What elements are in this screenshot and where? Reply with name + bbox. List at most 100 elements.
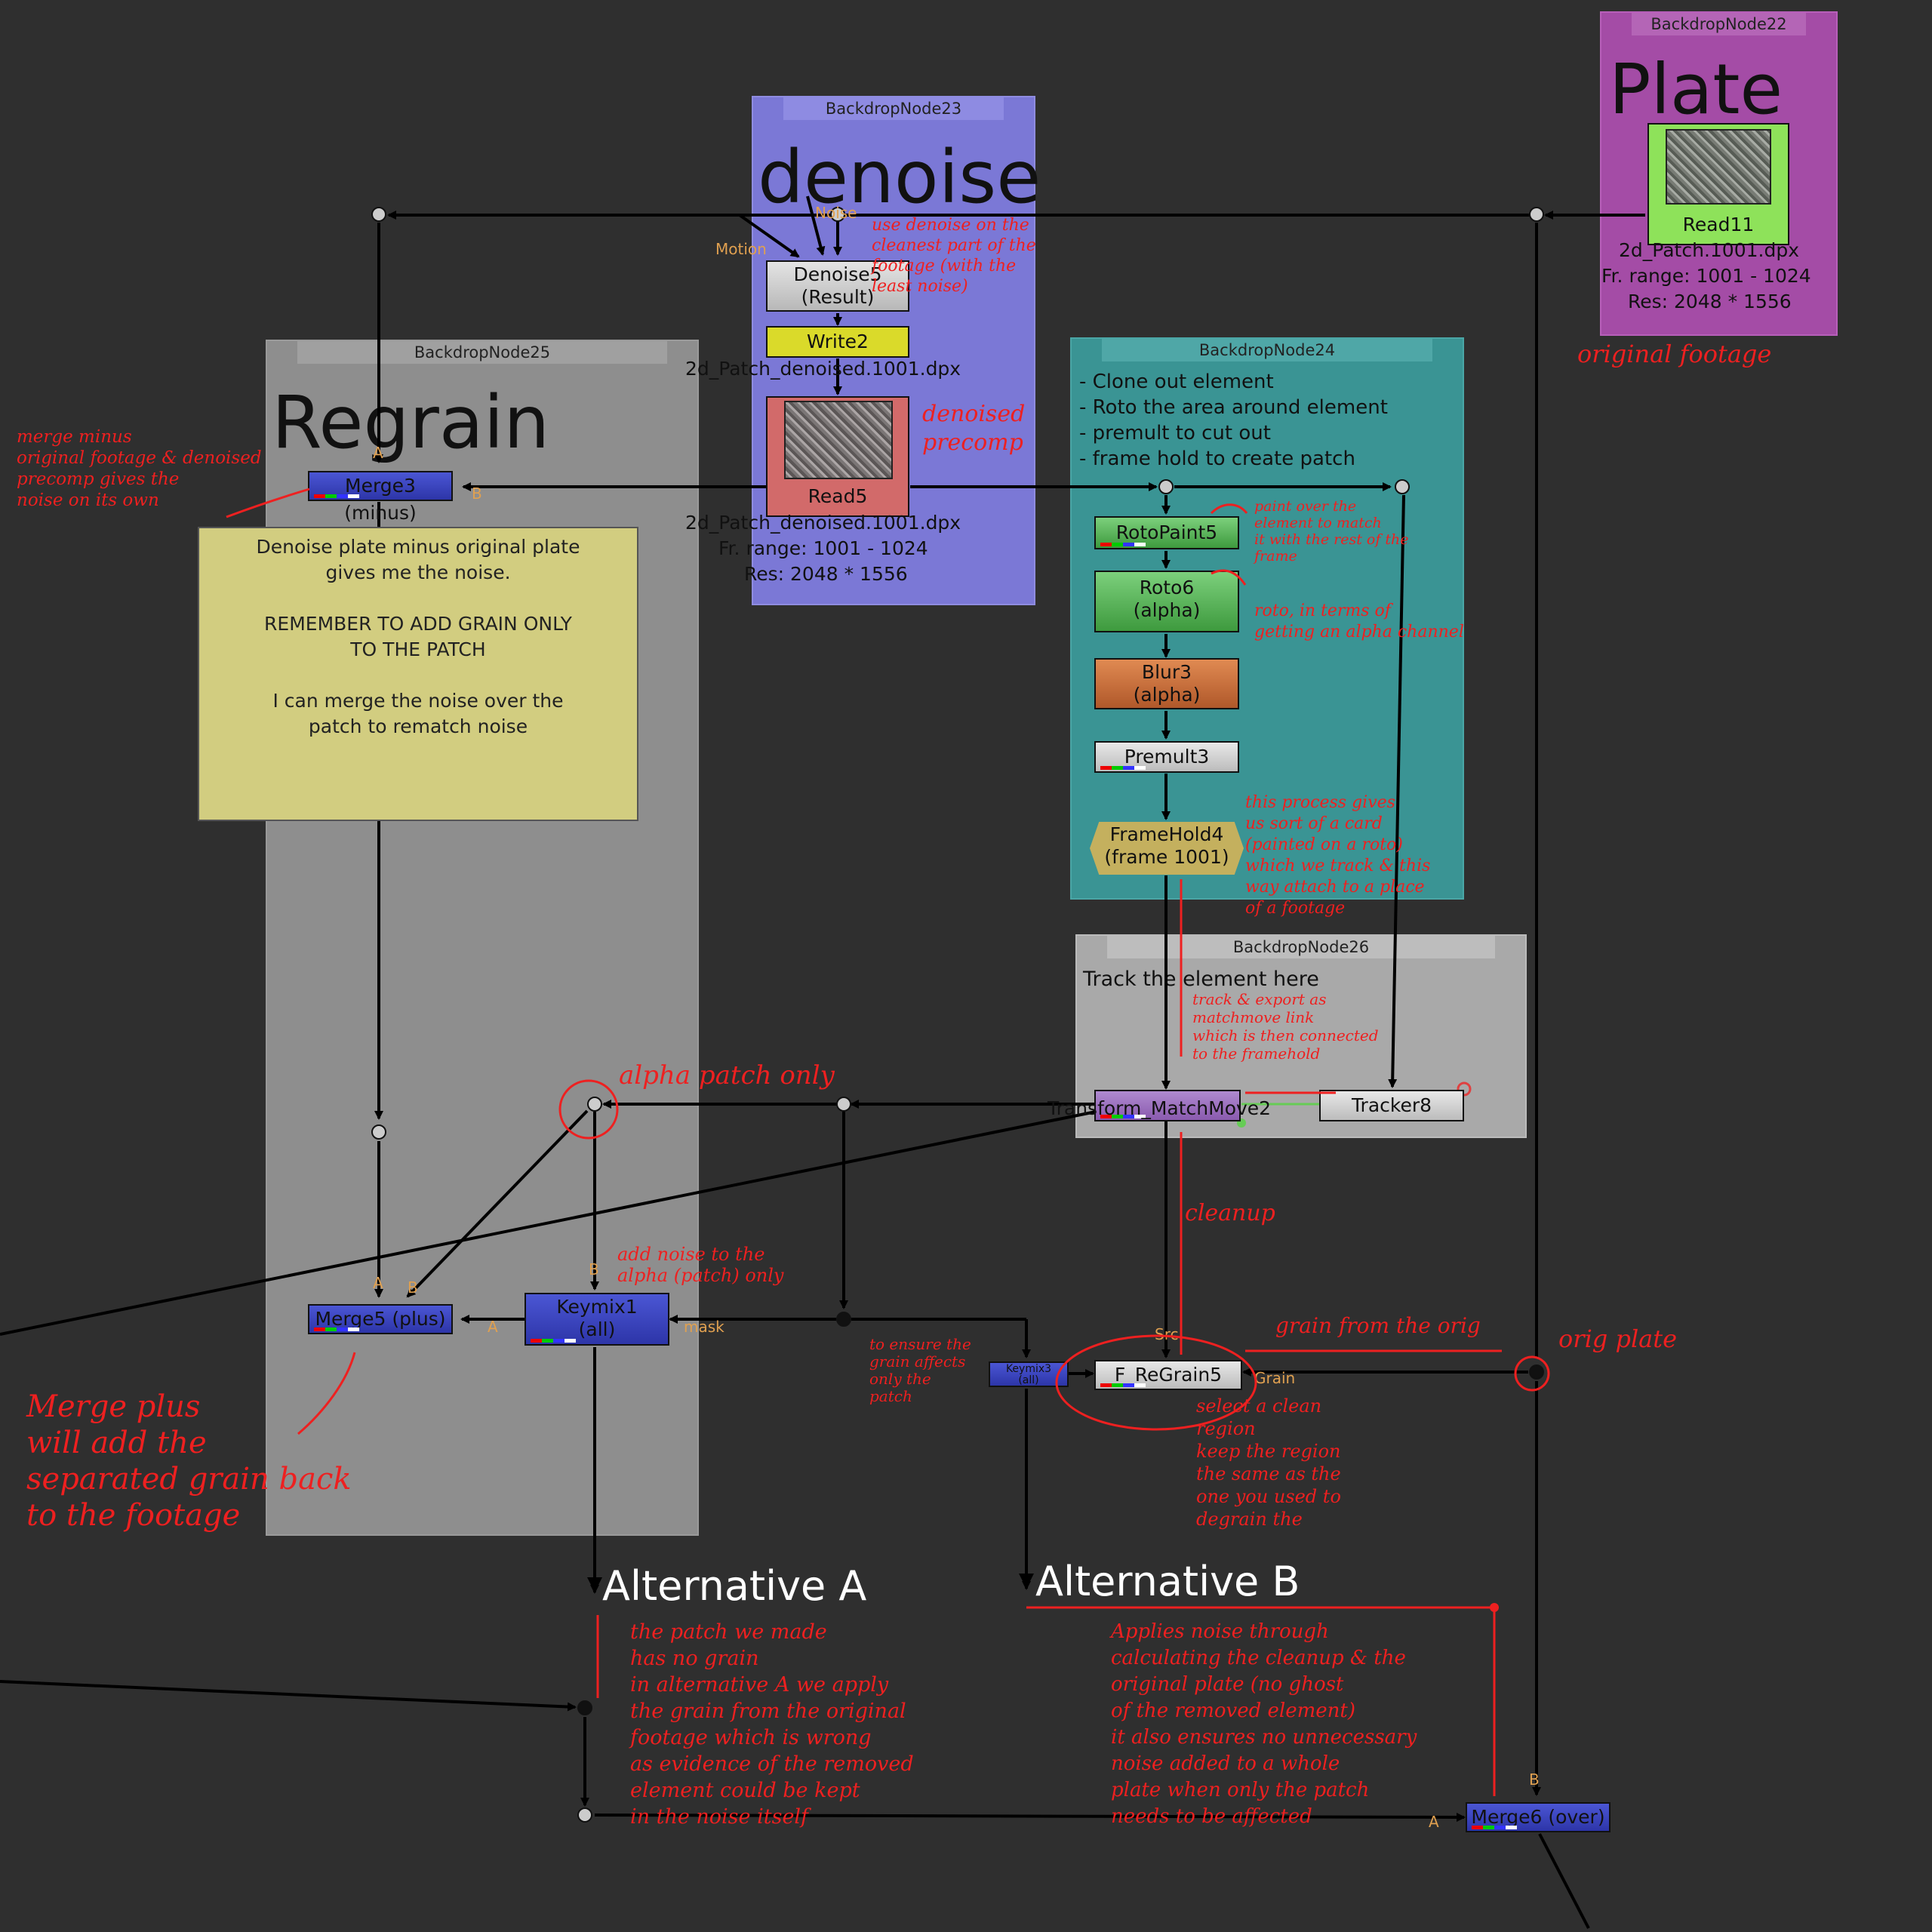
node-sublabel: (Result) xyxy=(801,286,875,308)
roto6-node[interactable]: Roto6 (alpha) xyxy=(1094,571,1239,632)
backdrop-title: BackdropNode26 xyxy=(1107,936,1495,958)
input-label-motion: Motion xyxy=(715,240,767,258)
denoise5-node[interactable]: Denoise5 (Result) xyxy=(766,260,909,312)
dot-node[interactable] xyxy=(587,1097,602,1112)
node-label: Denoise5 xyxy=(793,263,882,285)
node-label: Merge5 (plus) xyxy=(315,1308,446,1330)
read5-file: 2d_Patch_denoised.1001.dpx xyxy=(685,512,961,534)
input-label-b: B xyxy=(408,1278,418,1297)
annotation-alternative-a: the patch we made has no grain in altern… xyxy=(630,1620,914,1829)
backdrop-title: BackdropNode24 xyxy=(1102,339,1432,361)
dot-node[interactable] xyxy=(577,1700,592,1715)
node-label: Keymix3 xyxy=(1005,1363,1052,1375)
node-sublabel: (all) xyxy=(1018,1374,1039,1386)
write2-node[interactable]: Write2 xyxy=(766,326,909,358)
node-sublabel: (frame 1001) xyxy=(1104,846,1229,868)
alternative-b-heading: Alternative B xyxy=(1035,1558,1300,1605)
channel-indicator xyxy=(314,1327,359,1331)
thumbnail-image xyxy=(1666,129,1771,205)
framehold4-node[interactable]: FrameHold4 (frame 1001) xyxy=(1090,822,1244,875)
sticky-line: TO THE PATCH xyxy=(350,638,486,660)
dot-node[interactable] xyxy=(1529,1364,1544,1380)
note-line: - Clone out element xyxy=(1079,371,1274,393)
channel-indicator xyxy=(1100,1115,1146,1118)
input-label-a: A xyxy=(373,444,383,462)
tracker8-node[interactable]: Tracker8 xyxy=(1319,1090,1464,1121)
input-label-src: Src xyxy=(1155,1325,1179,1343)
sticky-line: I can merge the noise over the xyxy=(272,690,564,712)
dot-node[interactable] xyxy=(830,207,845,222)
channel-indicator xyxy=(531,1339,576,1343)
merge6-node[interactable]: Merge6 (over) xyxy=(1466,1802,1611,1832)
backdrop-label: denoise xyxy=(758,135,1041,220)
input-label-b: B xyxy=(472,485,482,503)
write2-file: 2d_Patch_denoised.1001.dpx xyxy=(685,358,961,380)
annotation-paint: paint over the element to match it with … xyxy=(1254,498,1409,565)
annotation-alternative-b: Applies noise through calculating the cl… xyxy=(1111,1620,1417,1828)
transform-matchmove-node[interactable] xyxy=(1094,1090,1241,1121)
dot-node[interactable] xyxy=(1158,479,1174,494)
thumbnail-image xyxy=(784,401,893,479)
sticky-note[interactable]: Denoise plate minus original plate gives… xyxy=(198,527,638,821)
merge5-node[interactable]: Merge5 (plus) xyxy=(308,1304,453,1334)
annotation-process: this process gives us sort of a card (pa… xyxy=(1245,793,1431,918)
annotation-cleanup: cleanup xyxy=(1185,1200,1275,1226)
channel-indicator xyxy=(1100,766,1146,770)
premult3-node[interactable]: Premult3 xyxy=(1094,741,1239,773)
dot-node[interactable] xyxy=(577,1807,592,1823)
rotopaint5-node[interactable]: RotoPaint5 xyxy=(1094,516,1239,549)
node-sublabel: (all) xyxy=(578,1318,616,1340)
sticky-line: Denoise plate minus original plate xyxy=(256,536,580,558)
input-label-a: A xyxy=(1429,1813,1439,1831)
annotation-track: track & export as matchmove link which i… xyxy=(1192,990,1379,1063)
node-label: Write2 xyxy=(807,331,869,352)
backdrop-title: BackdropNode22 xyxy=(1632,13,1806,35)
keymix1-node[interactable]: Keymix1 (all) xyxy=(525,1293,669,1346)
dot-node[interactable] xyxy=(371,207,386,222)
read5-node[interactable]: Read5 xyxy=(766,396,909,517)
backdrop-plate[interactable]: BackdropNode22 Plate xyxy=(1600,11,1838,336)
merge3-node[interactable]: Merge3 (minus) xyxy=(308,471,453,524)
backdrop-title: BackdropNode25 xyxy=(297,341,667,364)
node-label: Merge3 (minus) xyxy=(344,475,417,524)
annotation-merge-plus: Merge plus will add the separated grain … xyxy=(26,1389,352,1533)
sticky-line: gives me the noise. xyxy=(325,561,511,583)
channel-indicator xyxy=(1100,1383,1146,1387)
input-label-grain: Grain xyxy=(1254,1369,1296,1387)
backdrop-label: Plate xyxy=(1609,49,1783,130)
f-regrain5-node[interactable]: F_ReGrain5 xyxy=(1094,1360,1242,1390)
input-label-noise: Noise xyxy=(815,204,857,222)
output-label-a: A xyxy=(488,1318,498,1336)
node-label: Read5 xyxy=(808,485,868,507)
read11-file: 2d_Patch.1001.dpx xyxy=(1619,239,1799,261)
dot-node[interactable] xyxy=(836,1097,851,1112)
node-label: Keymix1 xyxy=(556,1296,638,1318)
annotation-grain-orig: grain from the orig xyxy=(1275,1313,1481,1338)
node-label: Read11 xyxy=(1682,214,1755,235)
dot-node[interactable] xyxy=(1395,479,1410,494)
dot-node[interactable] xyxy=(371,1124,386,1140)
annotation-original-footage: original footage xyxy=(1577,340,1772,368)
channel-indicator xyxy=(1472,1826,1517,1829)
note-line: - premult to cut out xyxy=(1079,422,1271,445)
read5-range: Fr. range: 1001 - 1024 xyxy=(718,537,928,559)
read11-range: Fr. range: 1001 - 1024 xyxy=(1601,265,1811,287)
backdrop-label: Track the element here xyxy=(1083,968,1319,991)
annotation-denoise: use denoise on the cleanest part of the … xyxy=(872,216,1036,296)
blur3-node[interactable]: Blur3 (alpha) xyxy=(1094,658,1239,709)
channel-indicator xyxy=(1100,543,1146,546)
annotation-merge-minus: merge minus original footage & denoised … xyxy=(17,427,262,510)
read11-node[interactable]: Read11 xyxy=(1647,123,1789,245)
input-label-b: B xyxy=(589,1260,599,1278)
node-label: Blur3 xyxy=(1141,661,1192,683)
dot-node[interactable] xyxy=(836,1312,851,1327)
alternative-a-heading: Alternative A xyxy=(602,1562,867,1610)
annotation-denoised-precomp: denoised precomp xyxy=(922,401,1026,456)
read5-res: Res: 2048 * 1556 xyxy=(744,563,908,585)
annotation-alpha-patch: alpha patch only xyxy=(619,1060,835,1091)
keymix3-node[interactable]: Keymix3 (all) xyxy=(989,1361,1069,1387)
backdrop-label: Regrain xyxy=(272,380,550,465)
input-label-mask: mask xyxy=(684,1318,724,1336)
read11-res: Res: 2048 * 1556 xyxy=(1628,291,1792,312)
dot-node[interactable] xyxy=(1529,207,1544,222)
